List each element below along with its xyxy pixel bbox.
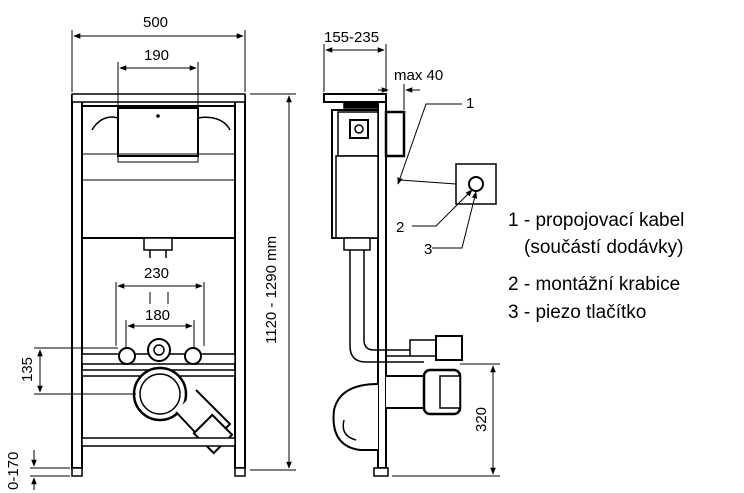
dim-outlet-height: 320 (473, 407, 490, 432)
front-view (71, 93, 246, 477)
legend: 1 - propojovací kabel (součástí dodávky)… (508, 210, 684, 323)
dim-frame-width: 500 (143, 14, 168, 31)
callout-1: 1 (466, 95, 474, 112)
side-view (323, 93, 463, 477)
callout-lines (397, 103, 497, 249)
legend-item-1-note: (součástí dodávky) (524, 237, 683, 258)
dim-bolt-inner: 180 (145, 307, 170, 324)
dim-max-depth: max 40 (394, 67, 443, 84)
dim-bolt-outer: 230 (144, 265, 169, 282)
callout-3: 3 (424, 241, 432, 258)
legend-item-1: 1 - propojovací kabel (508, 210, 684, 231)
dim-tank-width: 190 (144, 47, 169, 64)
dim-frame-height: 1120 - 1290 mm (263, 236, 280, 344)
front-dimensions (30, 30, 296, 490)
callout-2: 2 (396, 219, 404, 236)
side-dimensions (323, 44, 500, 477)
dim-foot-height: 0-170 (5, 452, 22, 490)
dim-wall-depth: 155-235 (324, 29, 379, 46)
legend-item-3: 3 - piezo tlačítko (508, 302, 646, 323)
legend-item-2: 2 - montážní krabice (508, 274, 680, 295)
dim-bolt-height: 135 (19, 357, 36, 382)
